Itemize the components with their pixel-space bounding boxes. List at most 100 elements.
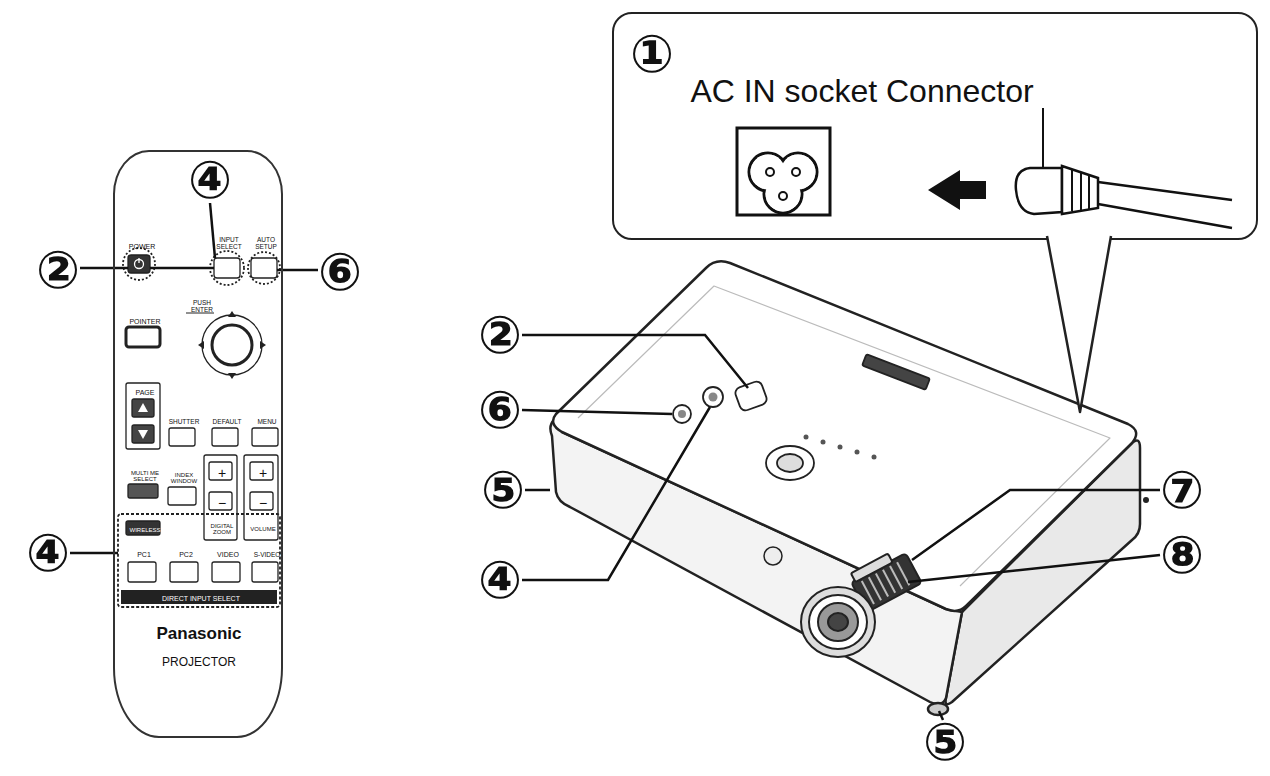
projector-controls: [838, 445, 843, 450]
projector-controls: [703, 387, 723, 407]
remote-buttons: [170, 562, 198, 582]
button-label: PUSH ENTER: [187, 300, 217, 314]
callout-number: ⑤: [481, 463, 525, 518]
button-label: DIRECT INPUT SELECT: [162, 595, 240, 602]
remote-buttons: [252, 562, 278, 582]
leader-lines: [80, 267, 128, 270]
remote-buttons: [212, 325, 252, 365]
button-label: AUTO SETUP: [252, 237, 280, 251]
projector-lens: [809, 595, 867, 649]
button-label: MENU: [257, 419, 276, 426]
button-label: INDEX WINDOW: [168, 472, 200, 485]
remote-buttons: [228, 373, 236, 379]
product-name: PROJECTOR: [162, 656, 236, 669]
power-cord-detail: [1098, 182, 1232, 228]
projector-body: [764, 547, 782, 565]
remote-buttons: [214, 258, 240, 278]
remote-buttons: [209, 462, 232, 480]
projector-lens: [897, 562, 909, 585]
remote-buttons: [212, 562, 240, 582]
leader-lines: [70, 203, 318, 553]
projector-lens: [818, 603, 858, 641]
callout-pointer: [1047, 238, 1111, 412]
projector-body: [928, 703, 948, 715]
button-label: PC2: [179, 551, 193, 558]
leader-lines: [210, 203, 215, 258]
remote-buttons: [118, 514, 280, 607]
remote-buttons: [244, 455, 278, 540]
remote-buttons: [138, 430, 148, 439]
projector-controls: [673, 405, 691, 423]
projector-lens: [801, 587, 875, 657]
power-cord-detail: [1071, 170, 1073, 211]
button-label: WIRELESS: [129, 527, 160, 533]
remote-buttons: [138, 403, 148, 412]
remote-buttons: [132, 399, 154, 417]
power-cord-detail: [1088, 176, 1090, 209]
brand-name: Panasonic: [156, 625, 241, 643]
button-label: PAGE: [136, 389, 155, 396]
power-cord-detail: [779, 192, 787, 200]
button-label: +: [218, 466, 226, 481]
remote-buttons: [138, 258, 139, 263]
power-cord-detail: [766, 177, 801, 212]
callout-number: ①: [630, 27, 674, 82]
power-cord-detail: [737, 108, 1232, 228]
callout-number: ⑥: [318, 245, 362, 300]
button-label: SHUTTER: [169, 419, 200, 426]
power-cord-detail: [1062, 166, 1098, 214]
callout-number: ⑤: [923, 715, 967, 770]
remote-buttons: [121, 590, 277, 604]
leader-lines: [522, 335, 1160, 720]
projector-controls: [804, 435, 809, 440]
button-label: VIDEO: [217, 551, 239, 558]
remote-buttons: [128, 562, 156, 582]
remote-buttons: [168, 487, 196, 505]
button-label: +: [259, 466, 267, 481]
button-label: MULTI ME SELECT: [128, 470, 162, 483]
leader-lines: [70, 552, 118, 555]
callout-number: ⑥: [478, 383, 522, 438]
projector-body: [1143, 497, 1149, 503]
projector-controls: [862, 354, 930, 390]
projector-lens: [801, 546, 922, 657]
remote-buttons: [250, 492, 273, 510]
projector-body: [578, 286, 1110, 586]
leader-lines: [522, 335, 748, 388]
projector-controls: [673, 354, 930, 480]
leader-lines: [908, 555, 1160, 582]
remote-buttons: [248, 252, 280, 284]
remote-buttons: [126, 521, 160, 535]
part-caption: AC IN socket Connector: [690, 75, 1033, 109]
button-label: PC1: [137, 551, 151, 558]
button-label: VOLUME: [250, 526, 275, 532]
remote-buttons: [118, 248, 280, 607]
callout-number: ⑧: [1160, 528, 1204, 583]
power-cord-detail: [737, 128, 830, 215]
leader-lines: [277, 269, 318, 272]
power-cord-detail: [1042, 108, 1044, 168]
callout-number: ④: [478, 553, 522, 608]
button-label: INPUT SELECT: [214, 237, 244, 251]
projector-controls: [855, 450, 860, 455]
remote-buttons: [169, 428, 195, 446]
button-label: −: [218, 496, 226, 511]
remote-buttons: [132, 425, 154, 443]
button-label: POINTER: [129, 318, 160, 325]
projector-lens: [828, 613, 848, 631]
projector-body: [553, 261, 1136, 611]
projector-controls: [766, 446, 814, 480]
remote-buttons: [260, 341, 266, 349]
leader-lines: [522, 410, 672, 414]
callout-number: ②: [478, 308, 522, 363]
projector-controls: [821, 440, 826, 445]
callout-number: ⑦: [1160, 463, 1204, 518]
leader-lines: [525, 489, 550, 492]
callout-number: ④: [26, 526, 70, 581]
remote-buttons: [202, 315, 262, 375]
leader-lines: [150, 267, 214, 270]
projector-controls: [777, 454, 803, 472]
projector-controls: [709, 393, 718, 402]
projector-controls: [872, 455, 877, 460]
